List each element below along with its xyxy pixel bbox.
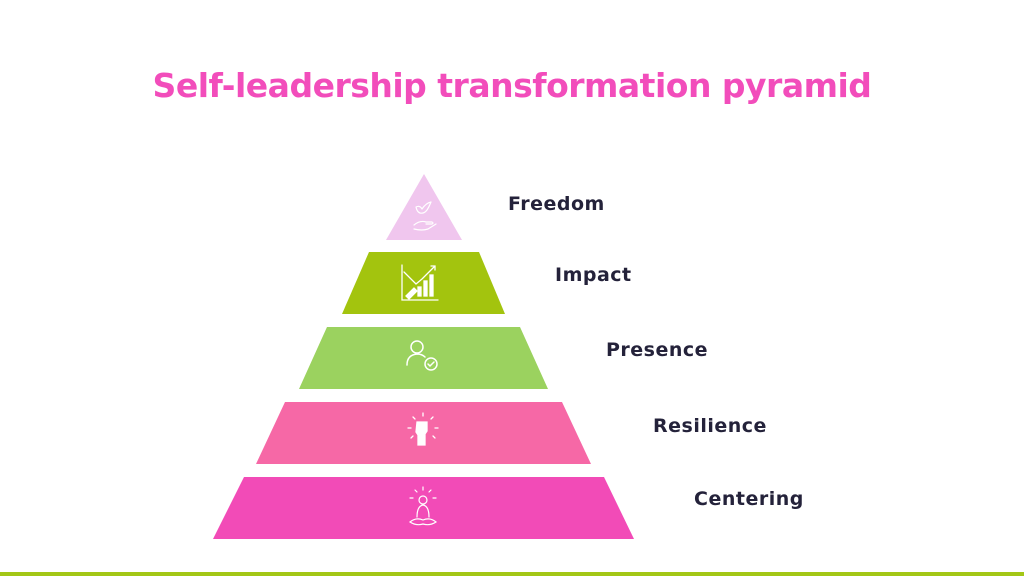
tier-freedom (386, 174, 462, 240)
tier-label-centering: Centering (694, 488, 804, 510)
tier-label-impact: Impact (555, 264, 632, 286)
growth-chart-icon (401, 264, 439, 301)
bottom-accent-bar (0, 572, 1024, 576)
tier-presence (299, 327, 548, 389)
tier-resilience (256, 402, 591, 464)
tier-centering (213, 477, 634, 539)
tier-label-resilience: Resilience (653, 415, 767, 437)
tier-presence-shape (299, 327, 548, 389)
tier-label-freedom: Freedom (508, 193, 605, 215)
tier-centering-shape (213, 477, 634, 539)
dove-hand-icon (413, 201, 437, 231)
tier-impact (342, 252, 505, 314)
page-title: Self-leadership transformation pyramid (152, 66, 872, 105)
user-check-icon (406, 340, 438, 371)
raised-fist-icon (407, 412, 439, 446)
meditation-icon (408, 486, 438, 526)
tier-label-presence: Presence (606, 339, 709, 361)
